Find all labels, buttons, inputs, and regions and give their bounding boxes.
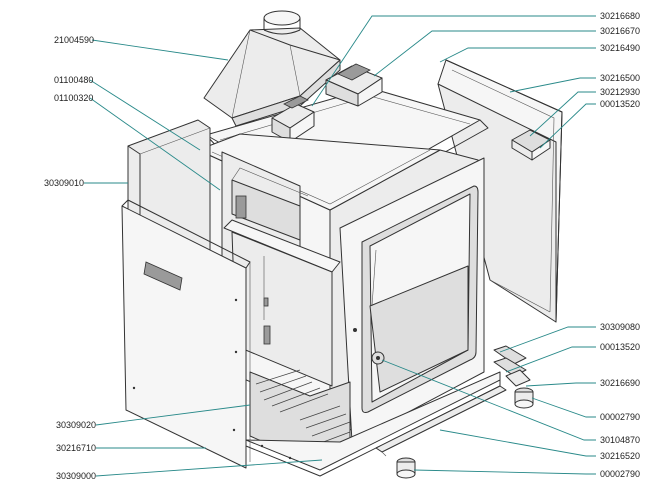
part-label: 01100320 bbox=[54, 93, 93, 103]
part-label: 30309000 bbox=[56, 471, 96, 481]
part-label: 30216490 bbox=[600, 43, 640, 53]
part-label: 00013520 bbox=[600, 342, 640, 352]
part-label: 30216500 bbox=[600, 73, 640, 83]
base-grate bbox=[249, 369, 351, 459]
part-label: 30216680 bbox=[600, 11, 640, 21]
part-label: 21004590 bbox=[54, 35, 94, 45]
part-label: 30212930 bbox=[600, 87, 640, 97]
foot-upper bbox=[514, 387, 534, 409]
part-label: 30104870 bbox=[600, 435, 640, 445]
foot-lower bbox=[396, 457, 416, 479]
base-foot-rail bbox=[375, 385, 507, 457]
assembly-drawing bbox=[121, 10, 563, 479]
chimney-hood bbox=[203, 10, 341, 127]
part-label: 30216670 bbox=[600, 26, 640, 36]
inner-baffle-plate bbox=[223, 219, 341, 387]
part-label: 30216690 bbox=[600, 378, 640, 388]
part-label: 00013520 bbox=[600, 99, 640, 109]
part-label: 00002790 bbox=[600, 469, 640, 479]
part-label: 01100480 bbox=[54, 75, 93, 85]
part-label: 30309080 bbox=[600, 322, 640, 332]
front-door-frame bbox=[339, 157, 485, 443]
lid-duct-right bbox=[325, 63, 383, 107]
lower-hinge bbox=[493, 345, 531, 387]
grate-handle bbox=[371, 351, 385, 365]
part-label: 00002790 bbox=[600, 412, 640, 422]
part-label: 30309020 bbox=[56, 420, 96, 430]
part-labels: 21004590 01100480 01100320 30309010 3030… bbox=[44, 11, 640, 481]
left-side-panel bbox=[121, 199, 251, 469]
base-plinth bbox=[245, 371, 501, 477]
leader-lines bbox=[84, 15, 596, 477]
part-label: 30216710 bbox=[56, 443, 96, 453]
part-label: 30309010 bbox=[44, 178, 84, 188]
part-label: 30216520 bbox=[600, 451, 640, 461]
